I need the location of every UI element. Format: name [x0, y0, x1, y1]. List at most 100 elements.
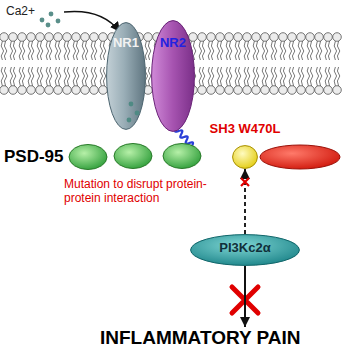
lipid-tail	[220, 41, 222, 60]
lipid-tail	[193, 41, 195, 60]
lipid-tail	[301, 67, 303, 86]
node-ellipse	[107, 23, 146, 130]
lipid-tail	[85, 67, 87, 86]
lipid-head	[18, 86, 27, 95]
lipid-tail	[49, 41, 51, 60]
lipid-head	[9, 33, 18, 42]
lipid-tail	[211, 41, 213, 60]
lipid-tail	[46, 67, 48, 86]
lipid-head	[99, 33, 108, 42]
lipid-head	[225, 33, 234, 42]
lipid-tail	[229, 67, 231, 86]
lipid-tail	[247, 41, 249, 60]
lipid-tail	[202, 67, 204, 86]
lipid-tail	[253, 41, 255, 60]
lipid-tail	[256, 41, 258, 60]
lipid-tail	[319, 41, 321, 60]
lipid-head	[72, 33, 81, 42]
lipid-tail	[325, 67, 327, 86]
node-outline	[232, 145, 258, 169]
lipid-tail	[19, 41, 21, 60]
outcome-text: INFLAMMATORY PAIN	[100, 327, 301, 349]
lipid-tail	[334, 67, 336, 86]
receptor-subunit: NR1	[106, 22, 146, 130]
lipid-tail	[148, 67, 150, 86]
lipid-tail	[199, 67, 201, 86]
lipid-tail	[256, 67, 258, 86]
lipid-tail	[40, 67, 42, 86]
lipid-tail	[325, 41, 327, 60]
lipid-tail	[310, 67, 312, 86]
lipid-tail	[13, 67, 15, 86]
connector-arrow	[244, 266, 246, 327]
lipid-tail	[274, 67, 276, 86]
lipid-head	[333, 33, 342, 42]
lipid-tail	[328, 41, 330, 60]
lipid-tail	[85, 41, 87, 60]
lipid-tail	[244, 41, 246, 60]
lipid-head	[252, 33, 261, 42]
lipid-tail	[13, 41, 15, 60]
node-ellipse	[152, 21, 195, 132]
disrupt-cross	[241, 178, 249, 186]
lipid-tail	[262, 67, 264, 86]
mutation-note: Mutation to disrupt protein-protein inte…	[64, 177, 232, 206]
lipid-tail	[1, 41, 3, 60]
lipid-tail	[334, 41, 336, 60]
lipid-head	[36, 33, 45, 42]
lipid-head	[324, 86, 333, 95]
lipid-head	[198, 86, 207, 95]
lipid-head	[306, 33, 315, 42]
lipid-tail	[22, 41, 24, 60]
lipid-tail	[73, 41, 75, 60]
lipid-head	[36, 86, 45, 95]
lipid-tail	[301, 41, 303, 60]
lipid-tail	[307, 41, 309, 60]
lipid-tail	[64, 41, 66, 60]
lipid-head	[45, 86, 54, 95]
lipid-tail	[19, 67, 21, 86]
lipid-tail	[91, 41, 93, 60]
lipid-tail	[292, 67, 294, 86]
lipid-tail	[316, 67, 318, 86]
lipid-head	[243, 33, 252, 42]
lipid-tail	[235, 41, 237, 60]
lipid-tail	[247, 67, 249, 86]
lipid-tail	[283, 41, 285, 60]
lipid-tail	[100, 67, 102, 86]
protein-label: PSD-95	[4, 147, 64, 167]
lipid-head	[225, 86, 234, 95]
lipid-head	[279, 86, 288, 95]
lipid-tail	[271, 41, 273, 60]
lipid-tail	[202, 41, 204, 60]
lipid-head	[261, 33, 270, 42]
lipid-head	[189, 33, 198, 42]
lipid-tail	[274, 41, 276, 60]
lipid-tail	[280, 67, 282, 86]
receptor-subunit: NR2	[151, 20, 195, 132]
lipid-tail	[199, 41, 201, 60]
lipid-head	[198, 33, 207, 42]
influx-arrow	[64, 11, 120, 32]
lipid-head	[45, 33, 54, 42]
lipid-tail	[148, 41, 150, 60]
lipid-head	[207, 33, 216, 42]
lipid-head	[234, 33, 243, 42]
lipid-head	[252, 86, 261, 95]
lipid-head	[234, 86, 243, 95]
lipid-tail	[67, 67, 69, 86]
pdz-domain	[69, 145, 107, 170]
calcium-ion	[129, 102, 134, 107]
calcium-ion	[40, 18, 45, 23]
lipid-tail	[49, 67, 51, 86]
ion-label: Ca2+	[6, 4, 35, 18]
lipid-head	[99, 86, 108, 95]
calcium-ion	[46, 23, 51, 28]
lipid-tail	[211, 67, 213, 86]
lipid-head	[270, 86, 279, 95]
lipid-head	[54, 33, 63, 42]
lipid-head	[90, 33, 99, 42]
lipid-tail	[244, 67, 246, 86]
lipid-tail	[37, 41, 39, 60]
lipid-head	[261, 86, 270, 95]
